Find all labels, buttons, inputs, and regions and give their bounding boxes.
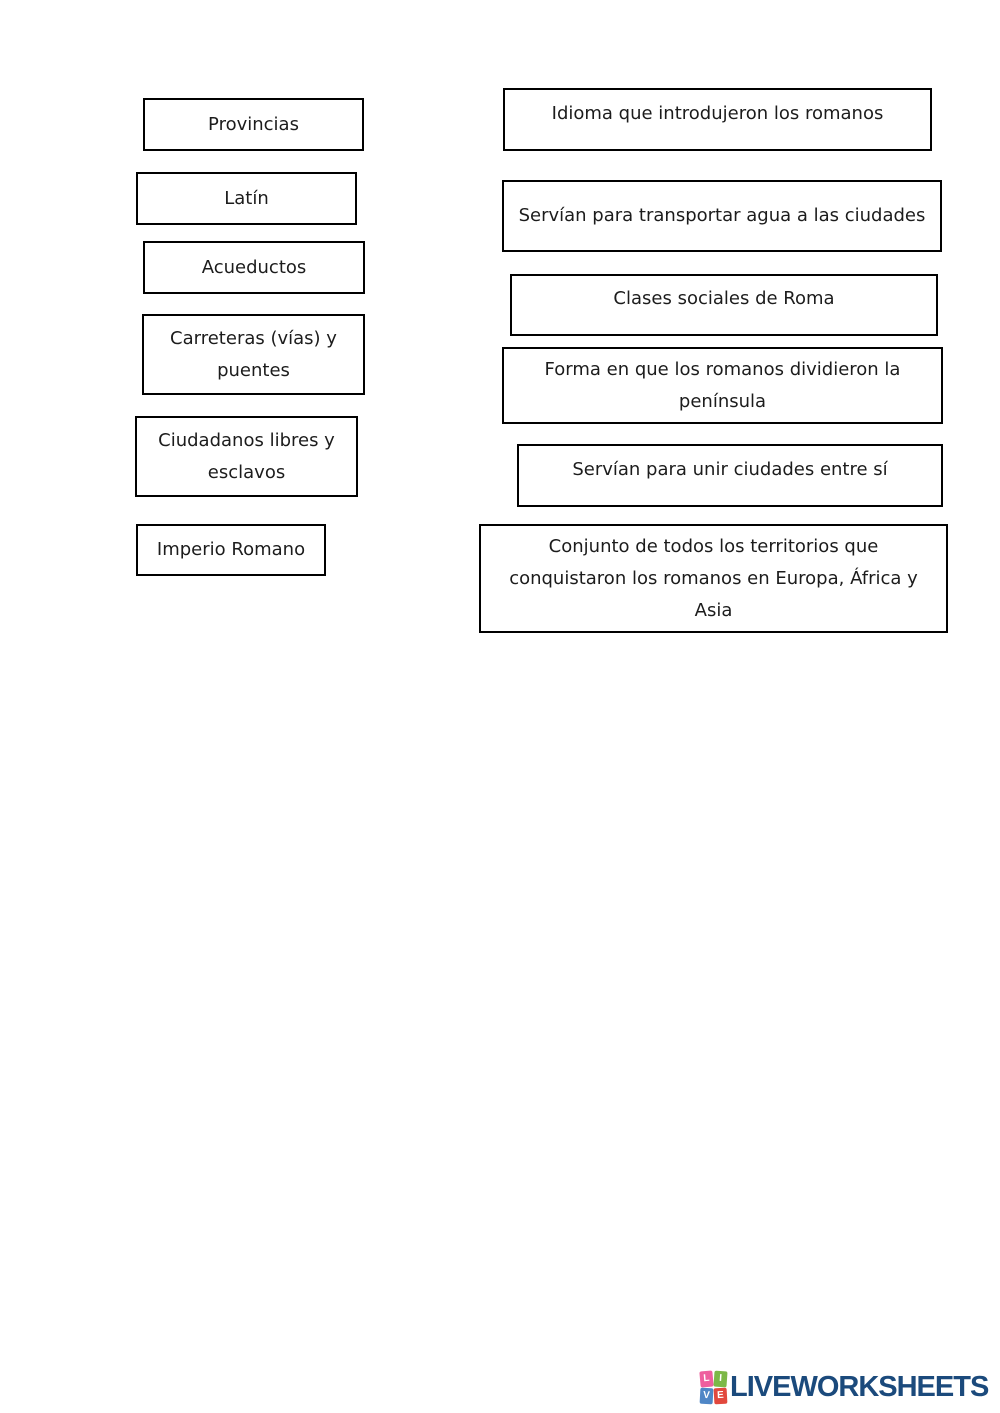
liveworksheets-wordmark: LIVEWORKSHEETS (730, 1371, 989, 1403)
definition-box-transportar-agua[interactable]: Servían para transportar agua a las ciud… (502, 180, 942, 252)
logo-tile-e: E (713, 1387, 728, 1405)
definition-box-territorios-conquistados[interactable]: Conjunto de todos los territorios que co… (479, 524, 948, 633)
term-box-carreteras[interactable]: Carreteras (vías) y puentes (142, 314, 365, 395)
definition-box-idioma[interactable]: Idioma que introdujeron los romanos (503, 88, 932, 151)
term-box-acueductos[interactable]: Acueductos (143, 241, 365, 294)
logo-tile-v: V (699, 1387, 714, 1405)
definition-box-unir-ciudades[interactable]: Servían para unir ciudades entre sí (517, 444, 943, 507)
logo-tile-i: I (713, 1370, 728, 1388)
liveworksheets-tiles-icon: L I V E (699, 1370, 728, 1405)
term-box-imperio-romano[interactable]: Imperio Romano (136, 524, 326, 576)
liveworksheets-logo[interactable]: L I V E LIVEWORKSHEETS (699, 1370, 989, 1405)
term-box-provincias[interactable]: Provincias (143, 98, 364, 151)
term-box-ciudadanos[interactable]: Ciudadanos libres y esclavos (135, 416, 358, 497)
definition-box-dividieron-peninsula[interactable]: Forma en que los romanos dividieron la p… (502, 347, 943, 424)
definition-box-clases-sociales[interactable]: Clases sociales de Roma (510, 274, 938, 336)
term-box-latin[interactable]: Latín (136, 172, 357, 225)
logo-tile-l: L (699, 1370, 714, 1388)
